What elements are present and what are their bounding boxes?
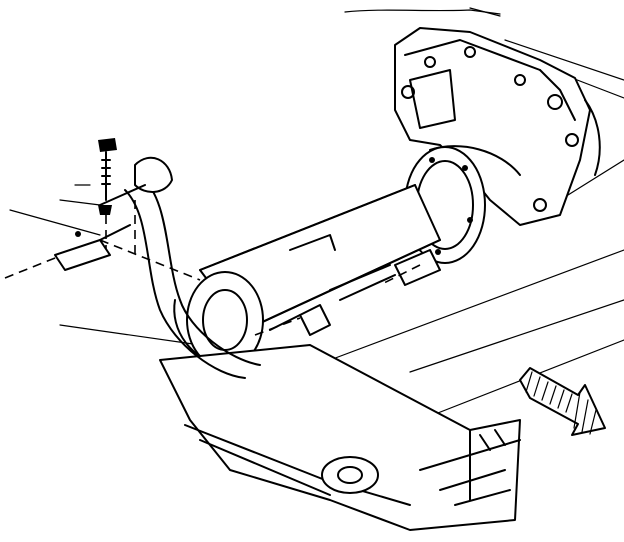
hose [99,156,261,379]
background-lines [9,7,624,421]
slip-yoke [269,249,441,336]
bolt-icon [98,138,117,215]
alignment-lines [4,200,421,336]
frame-crossmember [159,344,521,531]
direction-arrow-icon [519,367,606,436]
mount-bracket [54,231,111,271]
